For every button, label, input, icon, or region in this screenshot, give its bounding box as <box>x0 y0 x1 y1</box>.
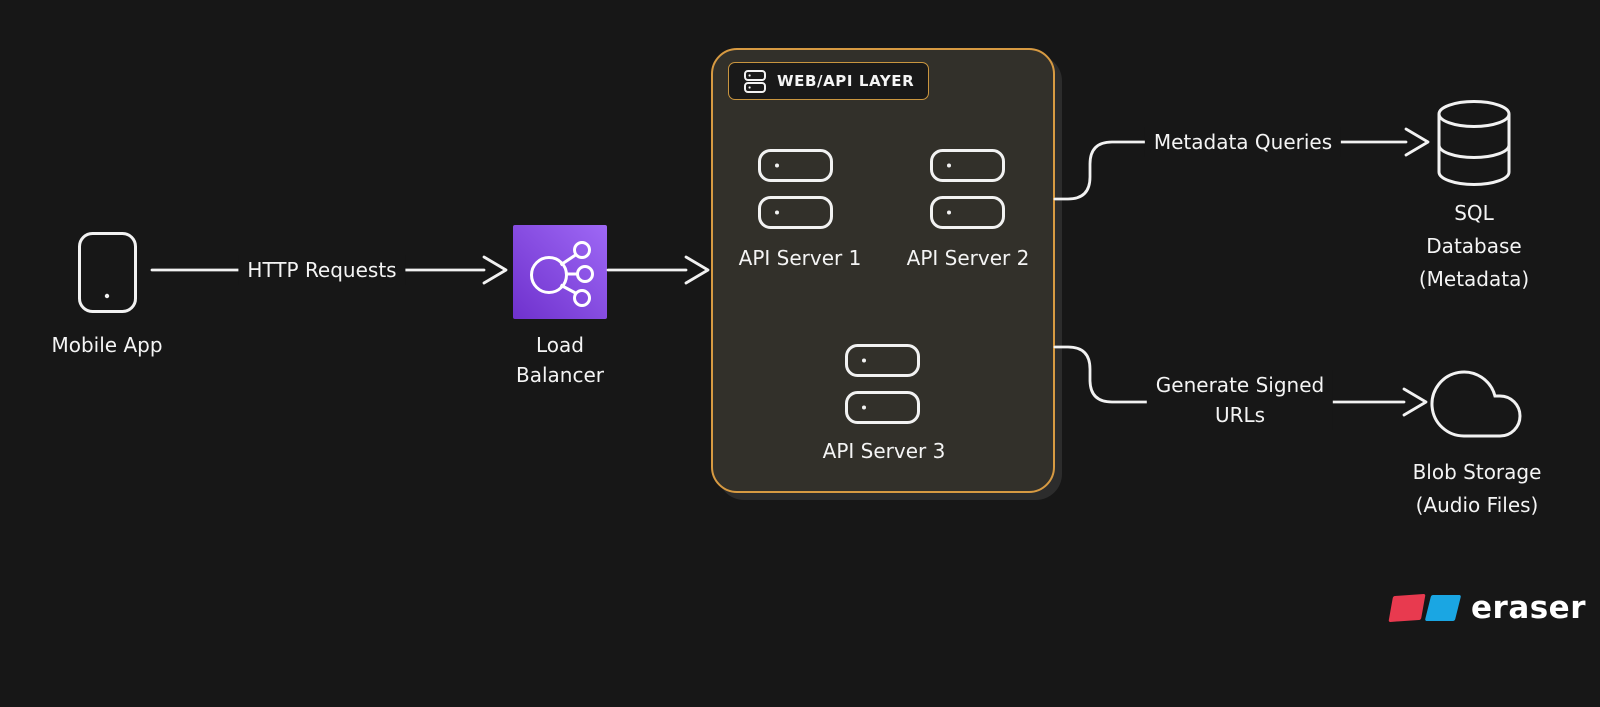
database-icon <box>1437 100 1511 186</box>
api-server-1-label[interactable]: API Server 1 <box>738 246 862 270</box>
eraser-logo-text: eraser <box>1471 590 1586 626</box>
api-server-3-node[interactable] <box>845 344 920 424</box>
api-server-1-node[interactable] <box>758 149 833 229</box>
sql-database-node[interactable] <box>1437 100 1511 186</box>
group-web-api-layer-badge[interactable]: WEB/API LAYER <box>728 62 930 100</box>
http-requests-edge-label[interactable]: HTTP Requests <box>238 255 406 285</box>
blob-storage-node[interactable] <box>1432 372 1520 436</box>
group-title: WEB/API LAYER <box>777 72 915 90</box>
group-web-api-layer[interactable]: WEB/API LAYER <box>711 48 1055 493</box>
eraser-logo-icon <box>1388 593 1462 623</box>
mobile-phone-icon <box>78 232 137 313</box>
generate-signed-urls-edge-label[interactable]: Generate Signed URLs <box>1146 370 1334 430</box>
server-icon <box>758 149 833 229</box>
edge-lb-to-webapi[interactable] <box>606 255 710 285</box>
sql-database-label[interactable]: SQL Database (Metadata) <box>1418 201 1530 291</box>
eraser-logo-blue-shape <box>1424 595 1462 621</box>
server-icon <box>845 344 920 424</box>
server-icon <box>930 149 1005 229</box>
eraser-logo-red-shape <box>1388 593 1426 623</box>
load-balancer-node[interactable] <box>513 225 607 319</box>
eraser-logo[interactable]: eraser <box>1388 590 1586 626</box>
mobile-app-node[interactable] <box>78 232 137 313</box>
server-stack-icon <box>744 69 766 93</box>
mobile-app-label[interactable]: Mobile App <box>51 333 163 357</box>
metadata-queries-edge-label[interactable]: Metadata Queries <box>1144 127 1342 157</box>
api-server-3-label[interactable]: API Server 3 <box>822 439 946 463</box>
load-balancer-label[interactable]: Load Balancer <box>516 333 604 387</box>
edge-metadata-queries[interactable] <box>1053 127 1430 201</box>
blob-storage-label[interactable]: Blob Storage (Audio Files) <box>1412 460 1542 517</box>
api-server-2-node[interactable] <box>930 149 1005 229</box>
cloud-icon <box>1432 372 1520 436</box>
api-server-2-label[interactable]: API Server 2 <box>906 246 1030 270</box>
load-balancer-icon <box>530 241 594 307</box>
edge-generate-signed-urls[interactable] <box>1053 345 1428 417</box>
